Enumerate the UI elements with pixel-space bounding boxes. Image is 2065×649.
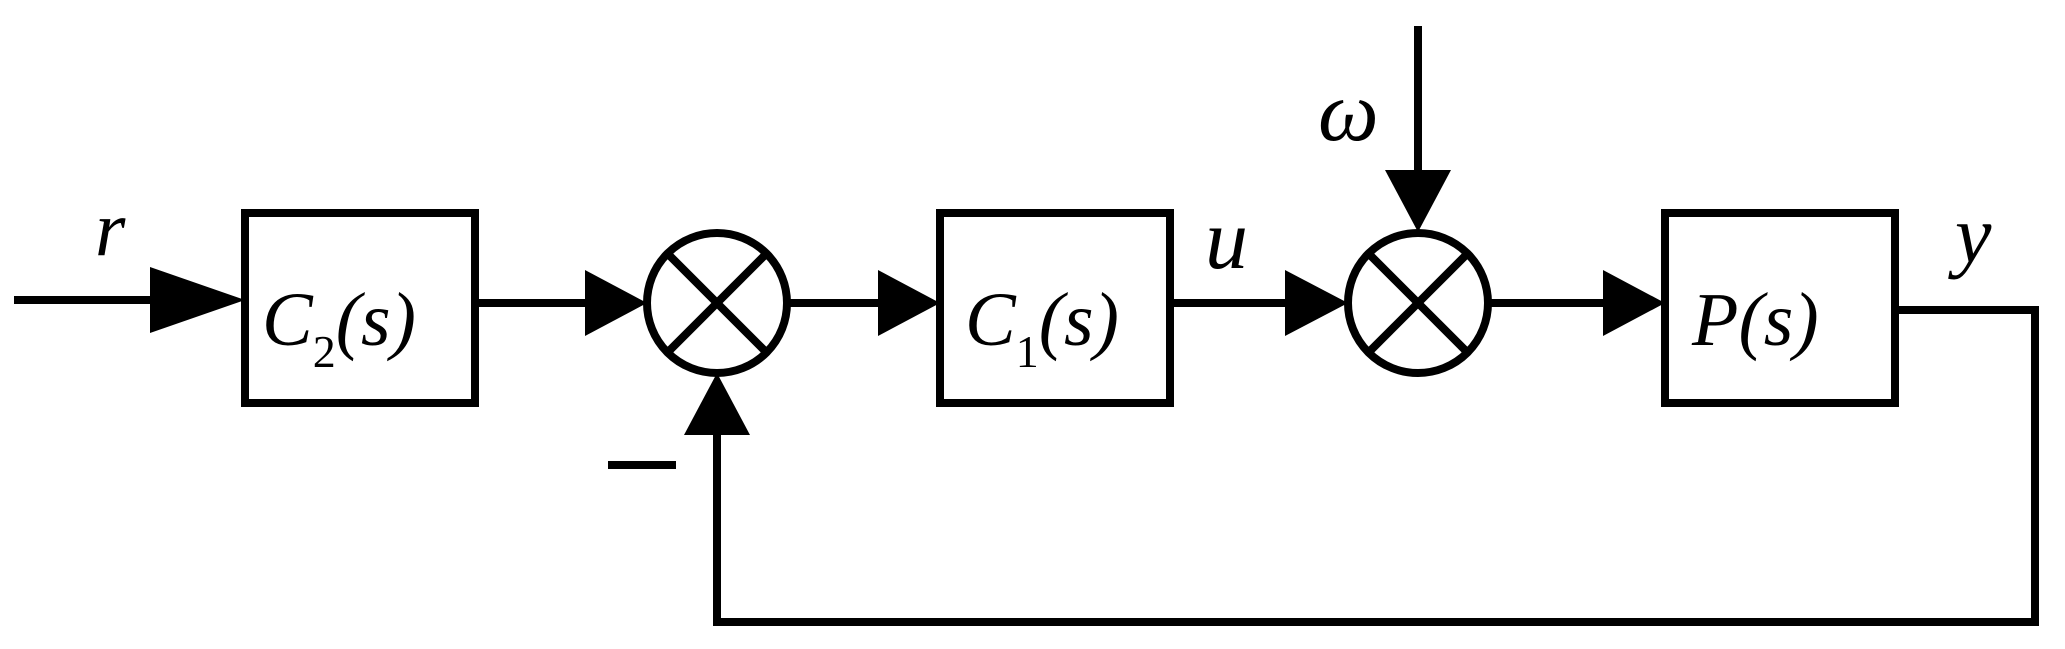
sum-junction-1 xyxy=(643,229,791,377)
signal-label-u: u xyxy=(1205,191,1248,287)
block-c1 xyxy=(936,209,1174,407)
block-c2-label: C2(s) xyxy=(262,278,416,377)
sum-junction-2 xyxy=(1344,229,1492,377)
wire-feedback-path xyxy=(713,306,2039,626)
arrow-into-sum1 xyxy=(585,270,647,336)
arrow-into-c1 xyxy=(878,270,940,336)
arrow-into-c2 xyxy=(150,267,245,333)
block-p-label: P(s) xyxy=(1691,278,1819,362)
arrow-into-p xyxy=(1603,270,1665,336)
arrow-disturbance-w xyxy=(1385,170,1451,232)
arrow-feedback-into-sum1 xyxy=(684,373,750,435)
signal-label-r: r xyxy=(95,185,126,272)
signal-label-y: y xyxy=(1948,189,1992,280)
block-p xyxy=(1661,209,1899,407)
signal-label-w: ω xyxy=(1318,63,1379,159)
block-c1-label: C1(s) xyxy=(965,278,1119,377)
arrow-into-sum2 xyxy=(1285,270,1348,336)
block-c2 xyxy=(241,209,479,407)
